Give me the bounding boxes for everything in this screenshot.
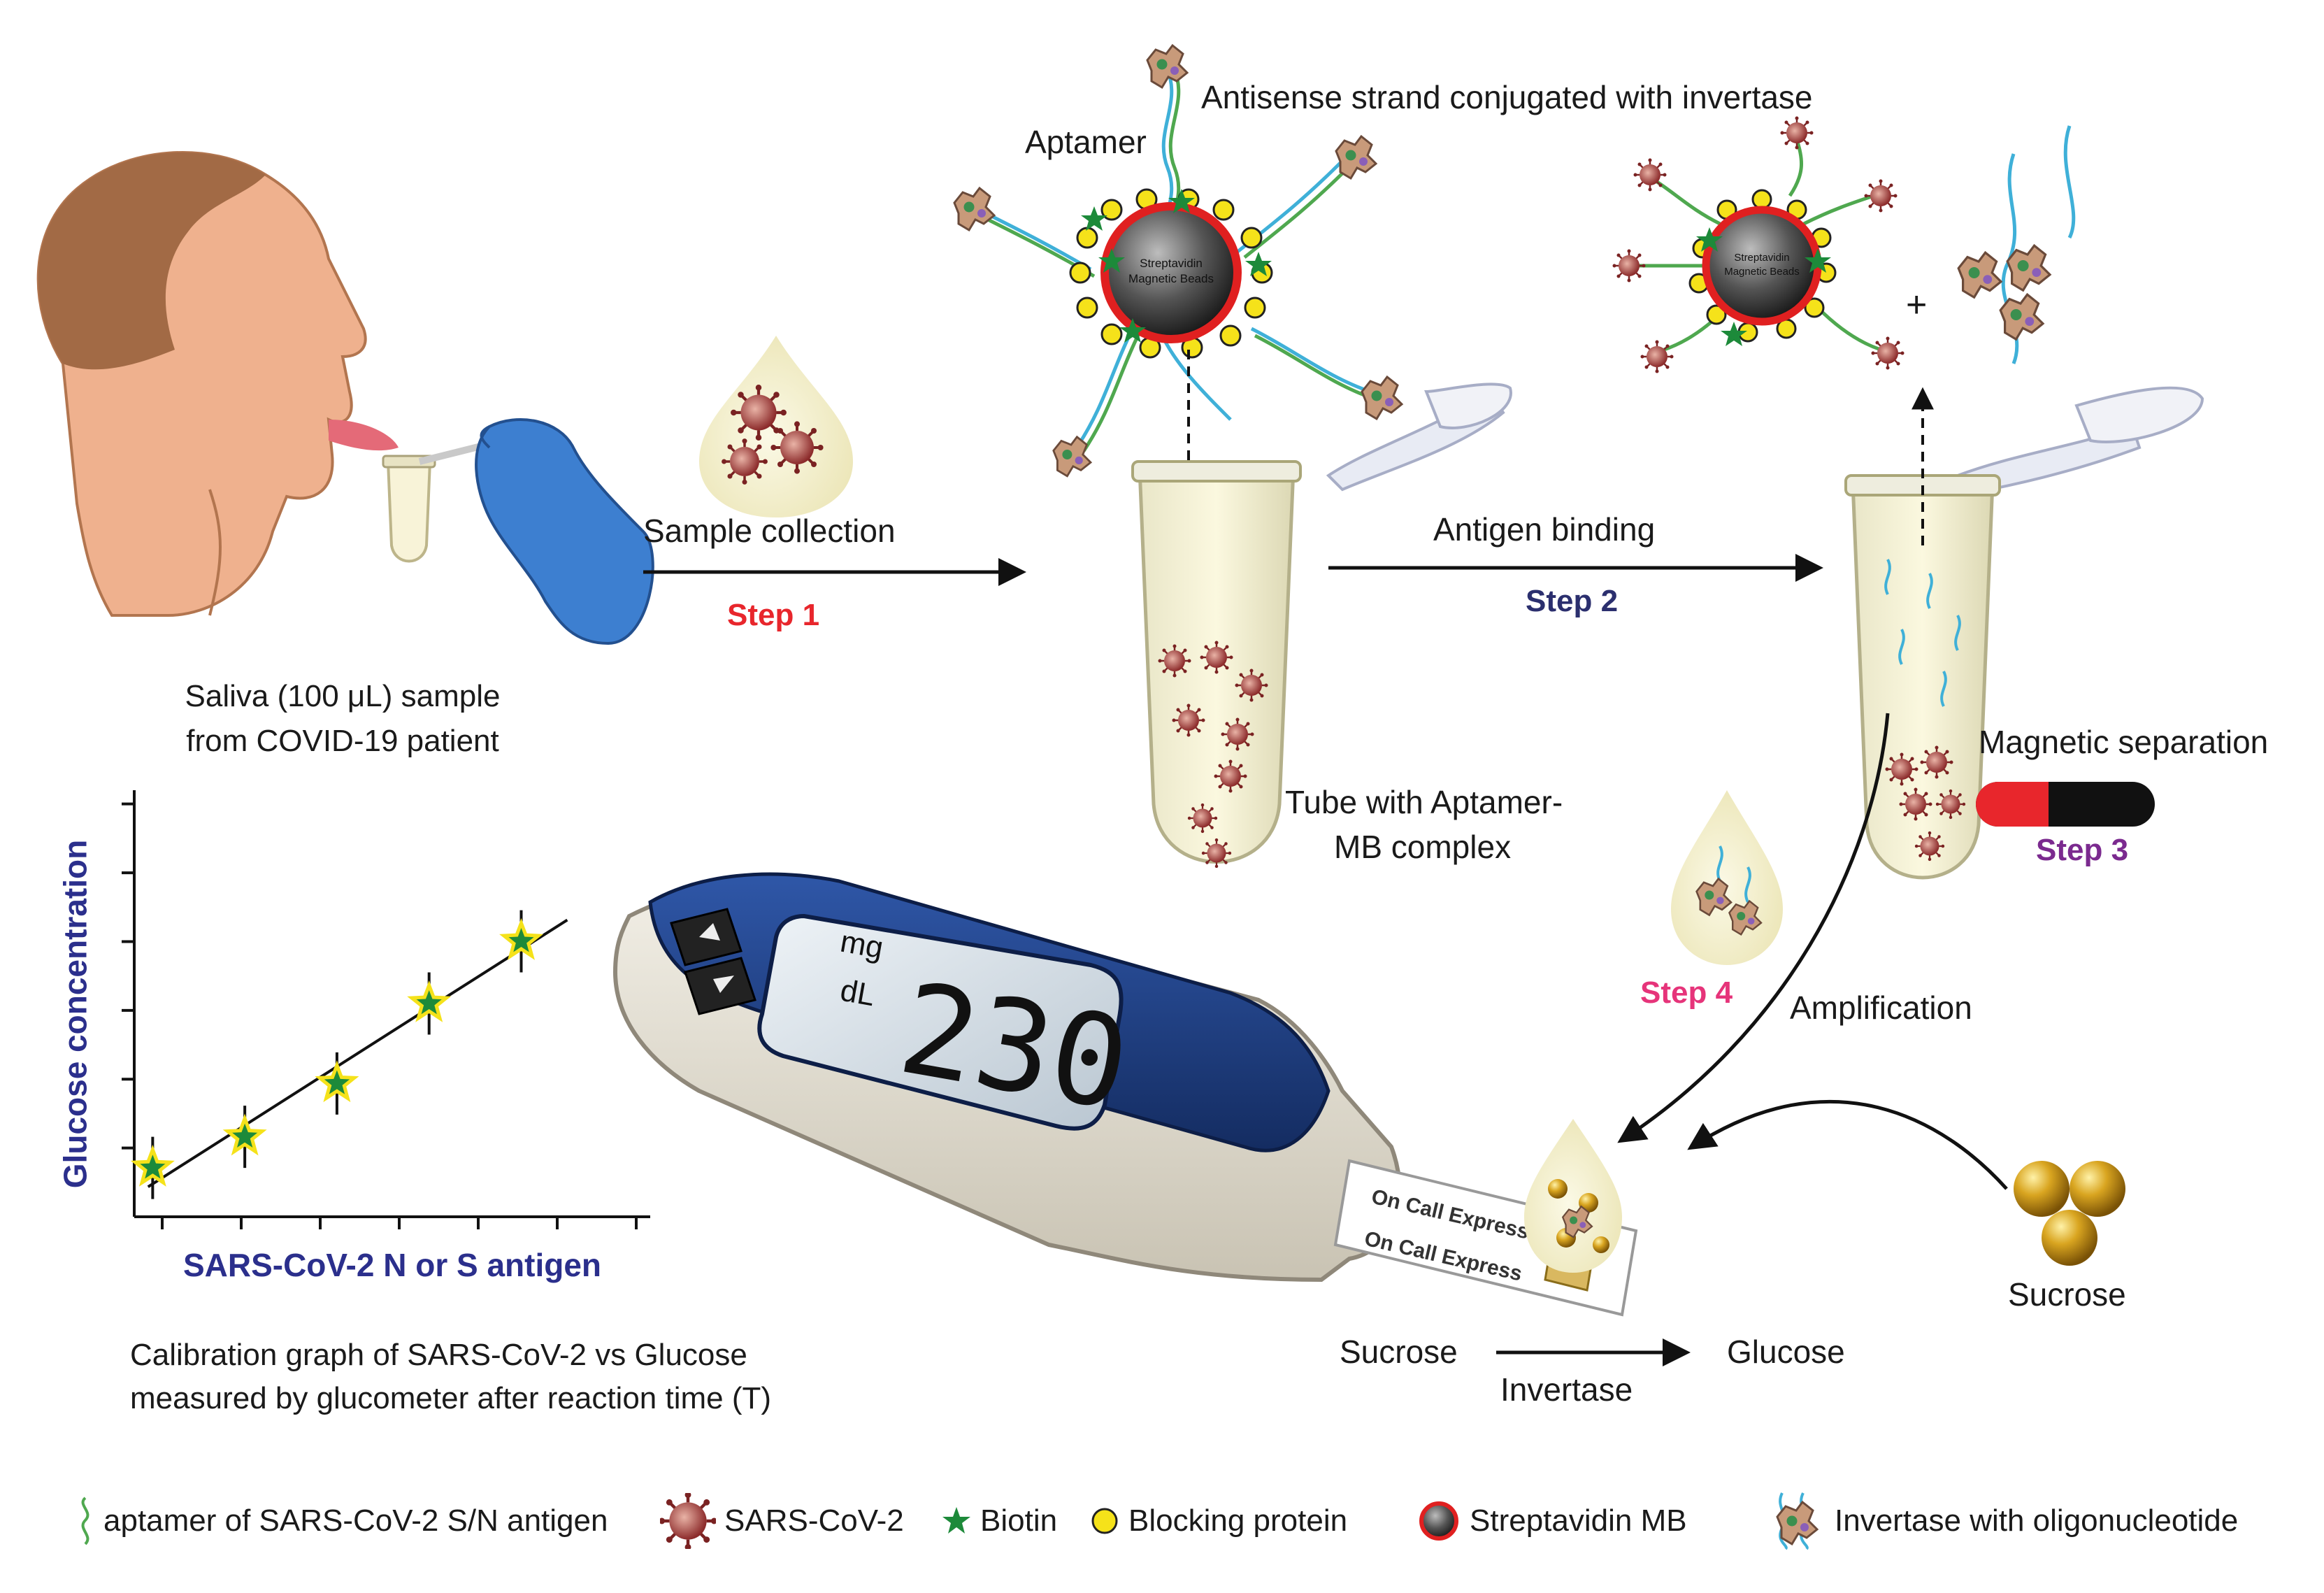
label-saliva-line2: from COVID-19 patient bbox=[186, 724, 499, 758]
label-tube-line1: Tube with Aptamer- bbox=[1285, 784, 1563, 820]
caption-line1: Calibration graph of SARS-CoV-2 vs Gluco… bbox=[130, 1338, 747, 1372]
legend-label: Biotin bbox=[980, 1503, 1058, 1538]
fit-line bbox=[147, 918, 568, 1188]
legend-item-streptavidin: Streptavidin MB bbox=[1416, 1496, 1687, 1545]
sucrose-spheres-icon bbox=[2014, 1161, 2125, 1266]
bead-text-line2-right: Magnetic Beads bbox=[1724, 266, 1800, 278]
label-step2: Step 2 bbox=[1526, 584, 1619, 618]
data-point-star bbox=[407, 980, 452, 1022]
caption-line2: measured by glucometer after reaction ti… bbox=[130, 1381, 772, 1415]
sample-droplet-icon bbox=[699, 336, 853, 517]
label-step4: Step 4 bbox=[1640, 976, 1733, 1010]
legend-label: Blocking protein bbox=[1128, 1503, 1348, 1538]
legend-item-blocking: Blocking protein bbox=[1089, 1496, 1347, 1545]
swab-glove-icon bbox=[418, 418, 654, 645]
bead-text-line1: Streptavidin bbox=[1140, 257, 1203, 270]
virus-icon bbox=[660, 1493, 716, 1549]
tube-aptamer-mb bbox=[1131, 383, 1512, 869]
legend-label: Invertase with oligonucleotide bbox=[1835, 1503, 2239, 1538]
label-reaction-glucose: Glucose bbox=[1727, 1334, 1845, 1370]
released-bead-complex: Streptavidin Magnetic Beads bbox=[1612, 115, 1905, 374]
label-step3: Step 3 bbox=[2036, 833, 2129, 867]
calibration-chart bbox=[122, 790, 650, 1229]
label-magnetic-separation: Magnetic separation bbox=[1979, 724, 2269, 760]
glucometer-device: mg dL 230 bbox=[612, 872, 1402, 1283]
chart-marks bbox=[130, 910, 568, 1199]
amplification-arrow bbox=[1617, 713, 1890, 1143]
label-aptamer: Aptamer bbox=[1025, 124, 1147, 160]
label-amplification: Amplification bbox=[1790, 990, 1972, 1026]
data-point-star bbox=[499, 917, 543, 960]
free-invertase-strands bbox=[1957, 125, 2076, 364]
sucrose-arrow bbox=[1687, 1099, 2008, 1190]
label-antisense-strand: Antisense strand conjugated with inverta… bbox=[1201, 79, 1813, 115]
label-sucrose-right: Sucrose bbox=[2008, 1276, 2126, 1313]
legend-item-virus: SARS-CoV-2 bbox=[660, 1496, 904, 1545]
data-point-star bbox=[130, 1145, 175, 1187]
chart-x-label: SARS-CoV-2 N or S antigen bbox=[182, 1247, 602, 1283]
label-antigen-binding: Antigen binding bbox=[1433, 511, 1656, 548]
tube-after-binding bbox=[1844, 386, 2204, 880]
step4-droplet-icon bbox=[1671, 790, 1783, 965]
aptamer-bead-complex: Streptavidin Magnetic Beads bbox=[953, 44, 1403, 478]
bead-text-line2: Magnetic Beads bbox=[1128, 272, 1214, 285]
bead-text-line1-right: Streptavidin bbox=[1734, 252, 1789, 264]
patient-head-illustration bbox=[36, 151, 399, 617]
meter-unit-bottom: dL bbox=[838, 973, 877, 1013]
streptavidin-bead-icon bbox=[1419, 1501, 1458, 1541]
saliva-tube-icon bbox=[382, 455, 436, 563]
legend-item-aptamer: aptamer of SARS-CoV-2 S/N antigen bbox=[76, 1496, 608, 1545]
biotin-star-icon bbox=[942, 1507, 970, 1534]
legend-item-biotin: Biotin bbox=[941, 1496, 1057, 1545]
label-tube-line2: MB complex bbox=[1334, 829, 1512, 865]
label-plus: + bbox=[1906, 285, 1928, 325]
chart-ticks bbox=[122, 802, 638, 1229]
data-point-star bbox=[222, 1113, 267, 1156]
reaction-droplet-icon bbox=[1524, 1119, 1622, 1273]
blocking-protein-icon bbox=[1091, 1508, 1118, 1534]
label-sample-collection: Sample collection bbox=[643, 513, 896, 549]
invertase-oligo-icon bbox=[1776, 1492, 1819, 1550]
label-saliva-line1: Saliva (100 μL) sample bbox=[185, 679, 501, 713]
legend-label: SARS-CoV-2 bbox=[724, 1503, 904, 1538]
label-step1: Step 1 bbox=[727, 598, 820, 632]
label-reaction-enzyme: Invertase bbox=[1500, 1371, 1633, 1408]
magnet-icon bbox=[1976, 782, 2155, 827]
legend-label: aptamer of SARS-CoV-2 S/N antigen bbox=[103, 1503, 608, 1538]
meter-unit-top: mg bbox=[838, 924, 886, 966]
legend-item-invertase: Invertase with oligonucleotide bbox=[1766, 1492, 2239, 1550]
legend-label: Streptavidin MB bbox=[1470, 1503, 1687, 1538]
aptamer-strand-icon bbox=[81, 1496, 89, 1545]
label-reaction-sucrose: Sucrose bbox=[1340, 1334, 1458, 1370]
chart-y-label: Glucose concentration bbox=[57, 839, 94, 1189]
data-point-star bbox=[315, 1060, 359, 1103]
